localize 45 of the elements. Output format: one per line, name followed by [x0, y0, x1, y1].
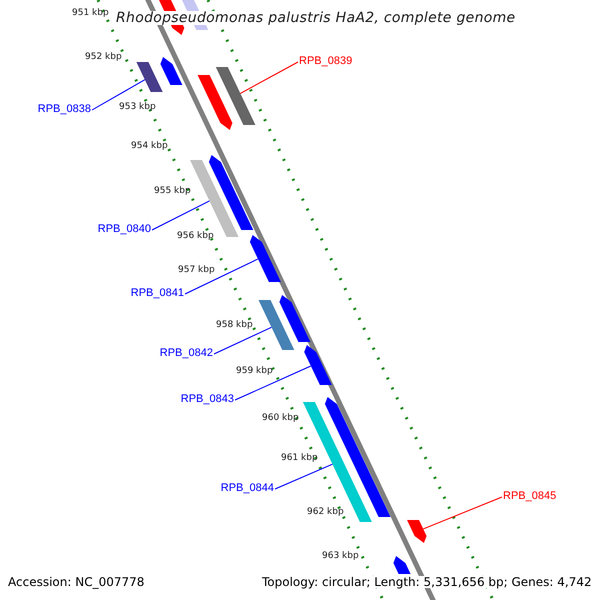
- gene-feature: [304, 345, 332, 385]
- scale-label: 961 kbp: [281, 454, 318, 463]
- leader-line: [152, 200, 210, 230]
- leader-line: [422, 496, 502, 530]
- title: Rhodopseudomonas palustris HaA2, complete genome: [116, 11, 516, 25]
- scale-label: 959 kbp: [236, 367, 273, 376]
- topology-text: Topology: circular; Length: 5,331,656 bp; Genes: 4,742: [262, 576, 592, 588]
- gene-label: RPB_0841: [130, 288, 184, 299]
- scale-label: 958 kbp: [216, 321, 253, 330]
- gene-label: RPB_0845: [503, 491, 556, 502]
- gene-label: RPB_0838: [38, 104, 91, 115]
- scale-label: 957 kbp: [178, 266, 215, 275]
- gene-bar: [136, 62, 163, 92]
- leader-line: [240, 62, 298, 94]
- scale-label: 956 kbp: [177, 232, 214, 241]
- gene-feature: [393, 556, 411, 574]
- gene-bar: [302, 402, 372, 522]
- gene-feature: [198, 75, 232, 130]
- scale-label: 960 kbp: [262, 414, 299, 423]
- gene-feature: [250, 235, 281, 282]
- gene-bar: [258, 300, 294, 350]
- gene-bar: [216, 67, 256, 125]
- gene-label: RPB_0839: [299, 56, 352, 67]
- scale-label: 952 kbp: [85, 53, 122, 62]
- gene-label: RPB_0844: [220, 483, 274, 494]
- gene-feature: [160, 57, 182, 85]
- scale-label: 963 kbp: [322, 552, 359, 561]
- leader-line: [92, 79, 146, 110]
- leader-line: [214, 326, 272, 354]
- leader-line: [274, 464, 333, 490]
- leader-line: [184, 258, 258, 294]
- scale-label: 953 kbp: [119, 103, 156, 112]
- gene-label: RPB_0840: [98, 224, 151, 235]
- gene-feature: [208, 155, 254, 230]
- accession-text: Accession: NC_007778: [8, 576, 144, 588]
- scale-label: 962 kbp: [307, 508, 344, 517]
- gene-feature: [279, 295, 310, 342]
- scale-label: 955 kbp: [154, 187, 191, 196]
- scale-label: 951 kbp: [72, 9, 109, 18]
- gene-feature: [324, 397, 391, 517]
- leader-line: [234, 366, 312, 400]
- gene-feature: [407, 520, 427, 543]
- gene-label: RPB_0843: [180, 394, 234, 405]
- gene-label: RPB_0842: [160, 348, 213, 359]
- scale-label: 954 kbp: [131, 142, 168, 151]
